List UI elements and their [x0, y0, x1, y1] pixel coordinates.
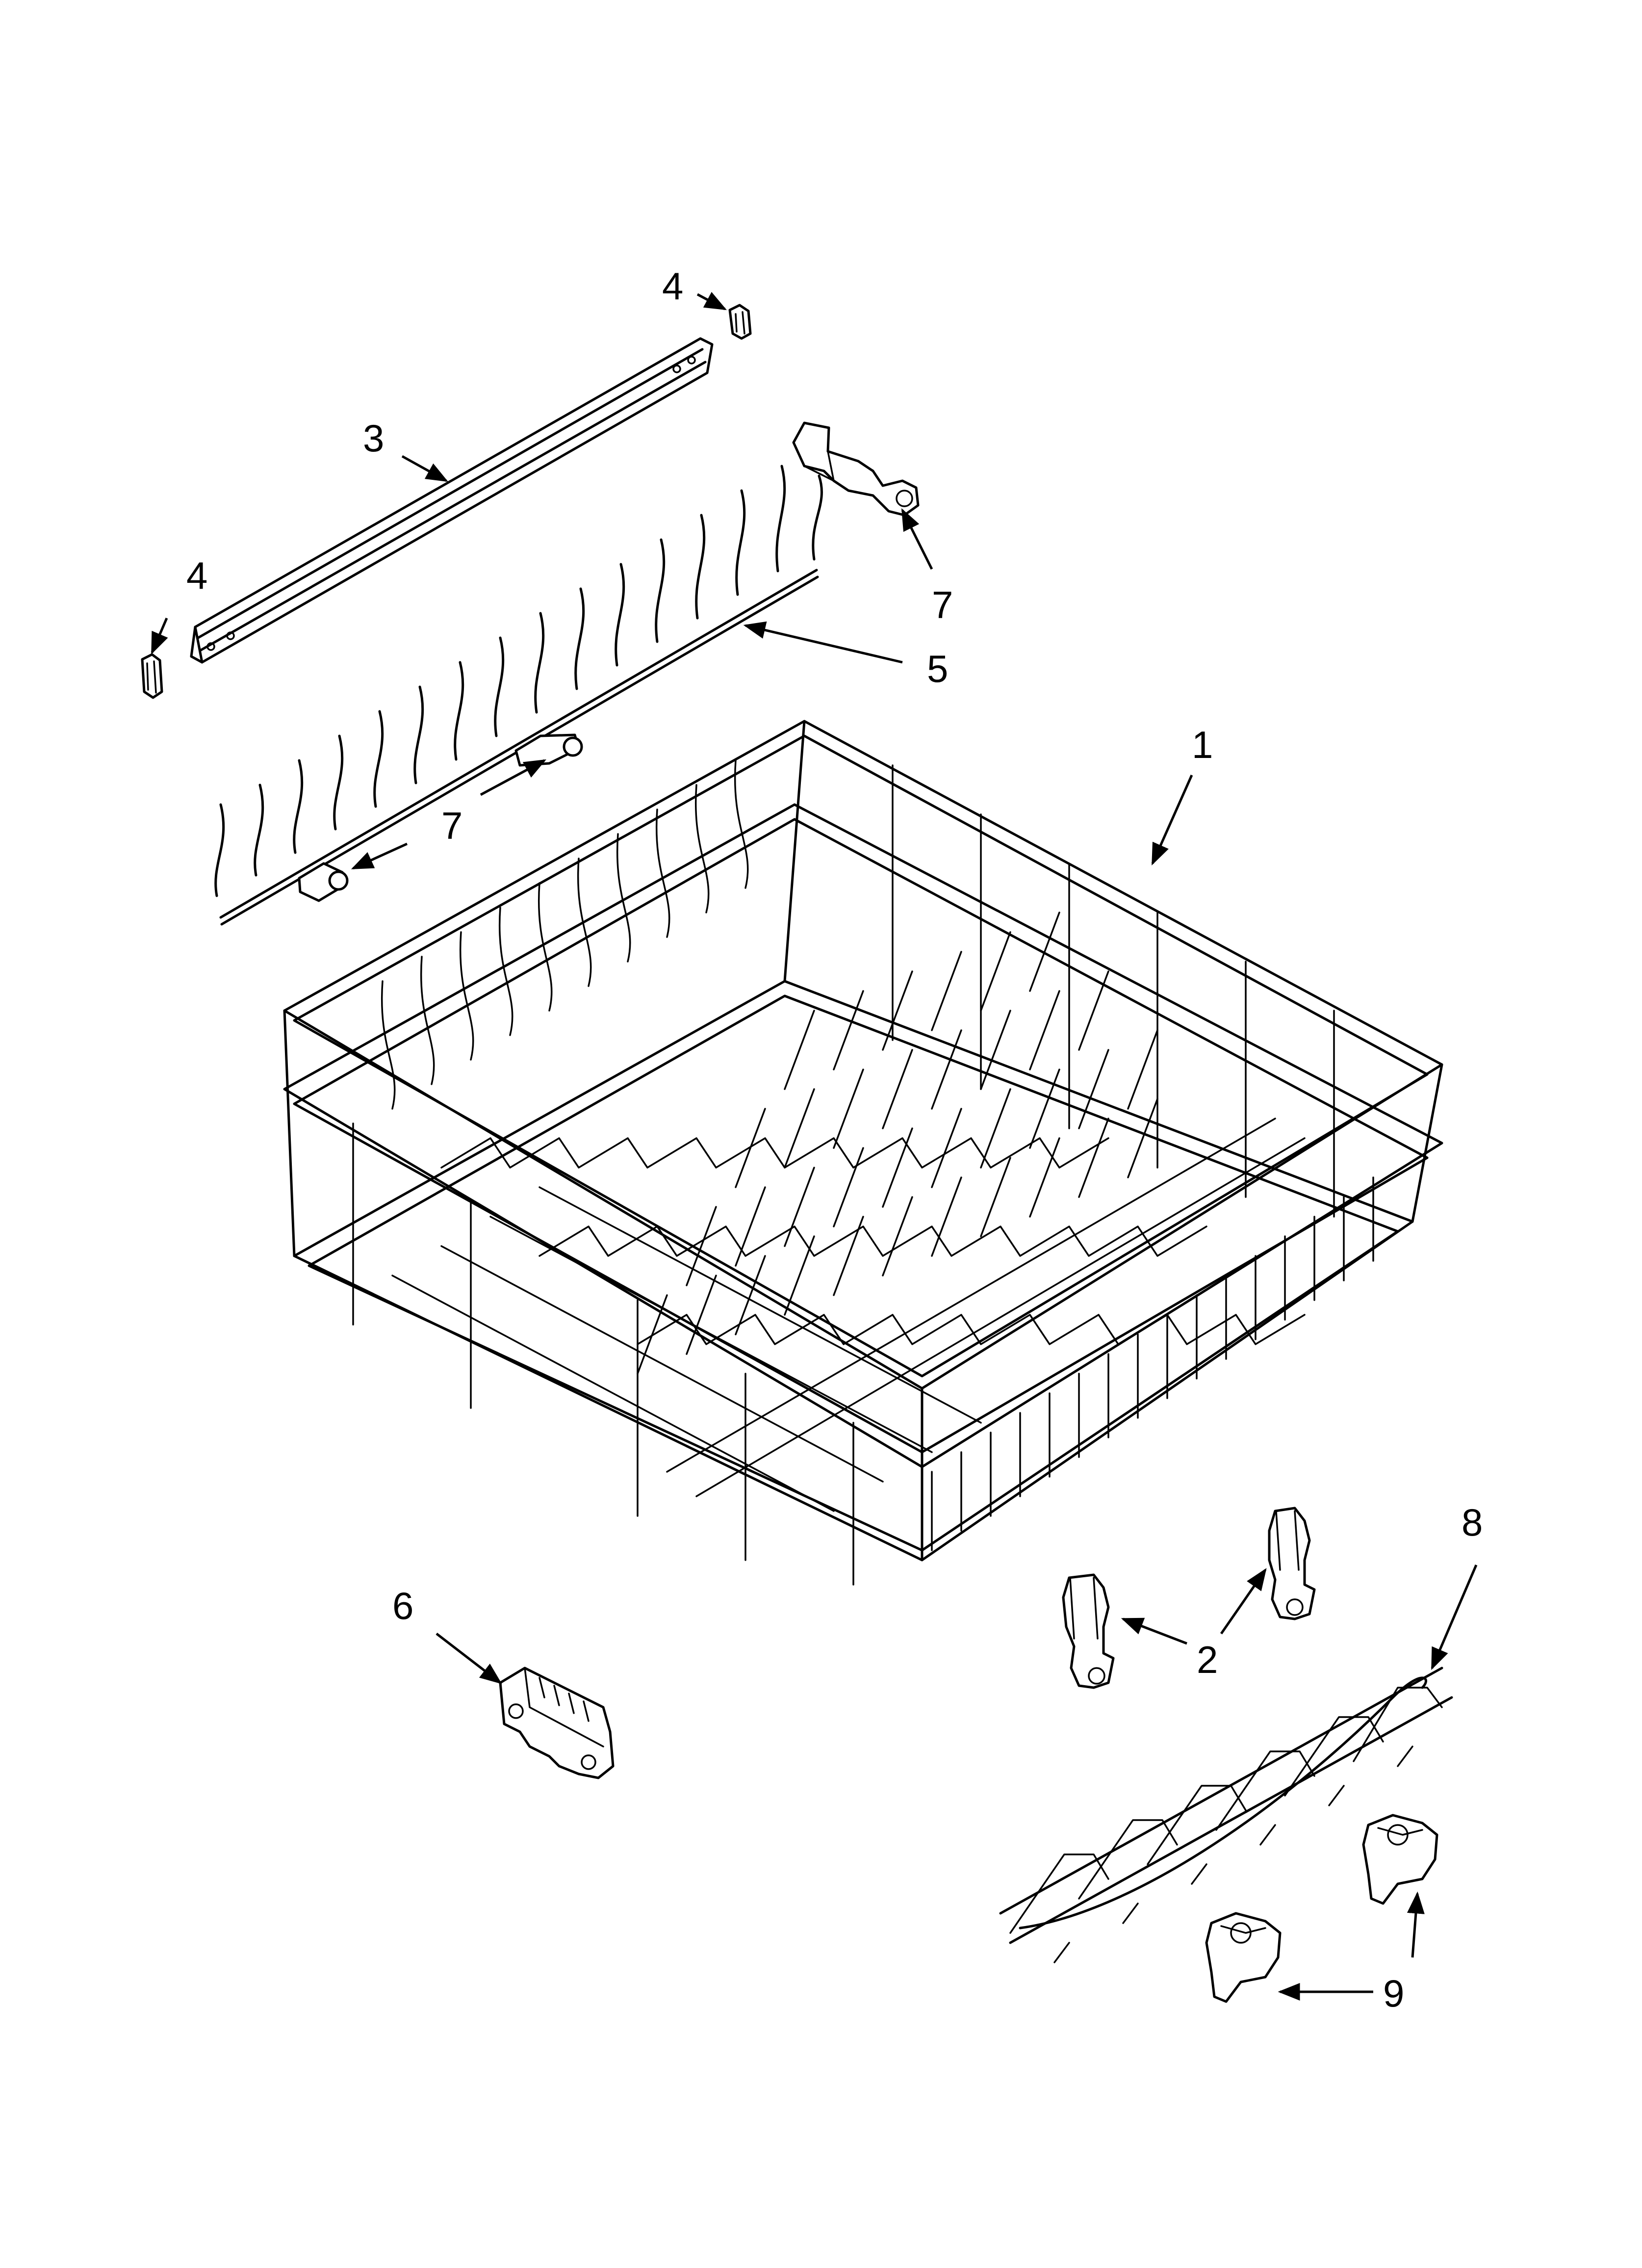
part-7-clip-upper [792, 421, 920, 517]
part-2-adjuster-upper [1268, 1507, 1316, 1620]
svg-text:9: 9 [1383, 1972, 1404, 2015]
callout-2: 2 [1121, 1568, 1267, 1681]
svg-text:1: 1 [1192, 723, 1213, 766]
part-1-upper-rack [283, 720, 1443, 1586]
svg-text:4: 4 [186, 554, 207, 597]
callout-7-lower: 7 [351, 759, 546, 870]
callout-5: 5 [743, 621, 948, 690]
svg-text:4: 4 [662, 264, 683, 308]
callout-6: 6 [392, 1584, 502, 1684]
part-5-tine-row [214, 465, 823, 926]
svg-text:8: 8 [1462, 1501, 1483, 1544]
svg-text:3: 3 [363, 417, 384, 460]
callout-4-top: 4 [662, 264, 727, 311]
part-6-clip [499, 1667, 615, 1779]
callout-9: 9 [1278, 1891, 1425, 2015]
callout-4-left: 4 [151, 554, 207, 655]
part-8-wire-shelf [999, 1667, 1453, 1963]
callout-1: 1 [1151, 723, 1213, 866]
svg-text:7: 7 [932, 583, 953, 626]
callout-3: 3 [363, 417, 448, 482]
part-9-clip-upper [1362, 1814, 1438, 1905]
callout-8: 8 [1431, 1501, 1483, 1670]
svg-text:5: 5 [927, 647, 948, 690]
svg-text:6: 6 [392, 1584, 413, 1627]
part-3-rack-rail [190, 337, 714, 664]
part-4-end-cap-right [728, 304, 752, 340]
svg-text:7: 7 [441, 804, 462, 847]
part-9-clip-lower [1205, 1912, 1282, 2003]
part-4-end-cap-left [141, 653, 163, 699]
callout-7-upper: 7 [901, 508, 953, 626]
svg-text:2: 2 [1197, 1638, 1218, 1681]
part-2-adjuster-lower [1062, 1573, 1115, 1689]
